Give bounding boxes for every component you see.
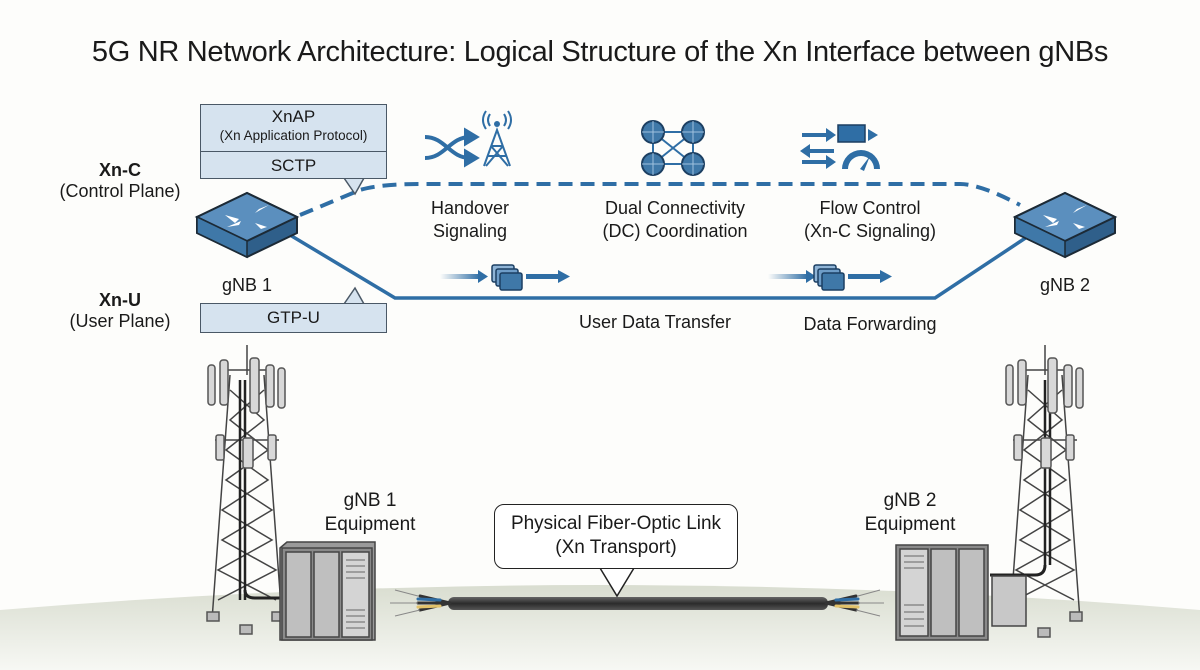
packet-flow-icon-2: [768, 264, 892, 291]
handover-line2: Signaling: [432, 221, 508, 241]
data-forwarding-label: Data Forwarding: [803, 314, 937, 334]
gnb1-router-icon: [194, 191, 300, 259]
xn-c-subtitle: (Control Plane): [59, 181, 181, 201]
equipment-cabinet-icon-left: [279, 541, 376, 641]
transport-callout: Physical Fiber-Optic Link (Xn Transport): [494, 504, 738, 569]
gnb2-equipment-label: gNB 2 Equipment: [850, 489, 970, 537]
gnb2-equipment-line1: gNB 2: [883, 490, 937, 511]
equipment-cabinet-icon-right: [895, 544, 1027, 641]
gnb2-label: gNB 2: [1039, 275, 1091, 295]
handover-tower-icon: [424, 110, 512, 168]
handover-line1: Handover: [430, 198, 510, 218]
cell-tower-icon-left: [206, 345, 290, 635]
transport-line2: (Xn Transport): [555, 537, 677, 558]
gnb1-equipment-line2: Equipment: [324, 514, 416, 535]
handover-signaling-label: Handover Signaling: [400, 197, 540, 243]
user-stack-pointer: [343, 286, 365, 305]
xn-c-title: Xn-C: [99, 160, 141, 180]
page-title: 5G NR Network Architecture: Logical Stru…: [91, 36, 1109, 68]
packet-flow-icon-1: [440, 264, 570, 291]
gnb2-equipment-line2: Equipment: [864, 514, 956, 535]
cell-tower-icon-right: [990, 345, 1084, 638]
xn-u-title: Xn-U: [99, 290, 141, 310]
dc-line1: Dual Connectivity: [604, 198, 746, 218]
xn-u-link: [289, 233, 1031, 300]
user-data-transfer-label: User Data Transfer: [578, 312, 732, 332]
xn-u-plane-label: Xn-U (User Plane): [40, 290, 200, 332]
sctp-layer: SCTP: [201, 151, 386, 179]
control-stack-pointer: [343, 177, 365, 196]
dual-connectivity-label: Dual Connectivity (DC) Coordination: [580, 197, 770, 243]
gnb1-equipment-line1: gNB 1: [343, 490, 397, 511]
xnap-layer: XnAP (Xn Application Protocol): [201, 105, 386, 151]
flow-control-label: Flow Control (Xn-C Signaling): [785, 197, 955, 243]
flow-control-line1: Flow Control: [819, 198, 921, 218]
gnb1-equipment-label: gNB 1 Equipment: [310, 489, 430, 537]
gnb2-router-icon: [1012, 191, 1118, 259]
xnap-detail: (Xn Application Protocol): [219, 128, 368, 143]
flow-gauge-icon: [800, 124, 880, 171]
xn-u-subtitle: (User Plane): [69, 311, 171, 331]
gnb1-label: gNB 1: [221, 275, 273, 295]
dc-line2: (DC) Coordination: [602, 221, 748, 241]
xn-c-plane-label: Xn-C (Control Plane): [40, 160, 200, 202]
transport-callout-pointer: [599, 567, 635, 598]
xnap-name: XnAP: [271, 107, 316, 126]
flow-control-line2: (Xn-C Signaling): [803, 221, 937, 241]
fiber-optic-cable: [390, 589, 884, 617]
xn-c-link: [299, 182, 1021, 217]
gtp-u-layer: GTP-U: [200, 303, 387, 333]
control-protocol-stack: XnAP (Xn Application Protocol) SCTP: [200, 104, 387, 179]
globe-mesh-icon: [641, 120, 705, 176]
transport-line1: Physical Fiber-Optic Link: [510, 513, 722, 534]
